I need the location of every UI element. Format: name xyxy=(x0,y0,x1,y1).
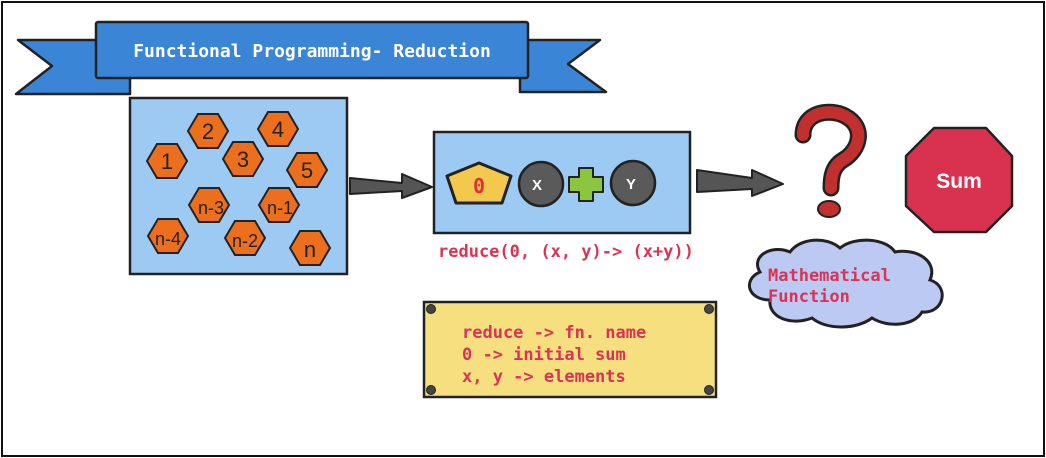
sum-label: Sum xyxy=(936,170,982,193)
svg-text:n: n xyxy=(304,237,316,262)
svg-text:Y: Y xyxy=(626,176,636,193)
title-banner: Functional Programming- Reduction xyxy=(14,20,608,96)
y-operand-circle: Y xyxy=(609,159,657,207)
cloud-label-line-1: Mathematical xyxy=(768,266,891,286)
svg-text:n-4: n-4 xyxy=(155,229,181,249)
reduce-expression: reduce(0, (x, y)-> (x+y)) xyxy=(438,242,694,262)
legend-line-2: 0 -> initial sum xyxy=(462,345,626,365)
reducer-panel: 0 X Y xyxy=(432,130,692,235)
question-mark-icon xyxy=(794,103,867,218)
legend-note: reduce -> fn. name 0 -> initial sum x, y… xyxy=(422,300,718,399)
svg-text:X: X xyxy=(532,177,542,194)
x-operand-circle: X xyxy=(517,160,565,208)
element-hexagon-n-2: n-2 xyxy=(223,220,267,256)
svg-text:2: 2 xyxy=(202,119,214,144)
arrow-icon xyxy=(349,173,433,199)
svg-text:1: 1 xyxy=(161,149,173,174)
legend-line-3: x, y -> elements xyxy=(462,367,626,387)
element-hexagon-n-3: n-3 xyxy=(187,187,231,223)
element-hexagon-n-1: n-1 xyxy=(257,187,301,223)
svg-text:n-2: n-2 xyxy=(232,231,258,251)
svg-text:3: 3 xyxy=(237,147,249,172)
cloud-label-line-2: Function xyxy=(768,287,850,307)
initial-value-pentagon: 0 xyxy=(445,161,513,205)
sum-stop-sign: Sum xyxy=(904,126,1014,234)
plus-icon xyxy=(568,167,604,202)
svg-text:5: 5 xyxy=(301,158,313,183)
element-hexagon-4: 4 xyxy=(256,111,300,147)
arrow-icon xyxy=(696,169,784,197)
elements-panel: 1 2 3 4 5 n-3 xyxy=(128,96,349,276)
element-hexagon-1: 1 xyxy=(145,143,189,179)
legend-line-1: reduce -> fn. name xyxy=(462,323,646,343)
element-hexagon-2: 2 xyxy=(186,113,230,149)
svg-text:n-1: n-1 xyxy=(267,198,293,218)
svg-text:0: 0 xyxy=(473,174,485,198)
svg-text:4: 4 xyxy=(272,117,284,142)
cloud-shape: Mathematical Function xyxy=(747,238,944,329)
banner-title: Functional Programming- Reduction xyxy=(133,41,491,62)
element-hexagon-n: n xyxy=(288,230,332,266)
svg-text:n-3: n-3 xyxy=(198,198,224,218)
element-hexagon-3: 3 xyxy=(221,141,265,177)
element-hexagon-5: 5 xyxy=(285,152,329,188)
element-hexagon-n-4: n-4 xyxy=(146,218,190,254)
